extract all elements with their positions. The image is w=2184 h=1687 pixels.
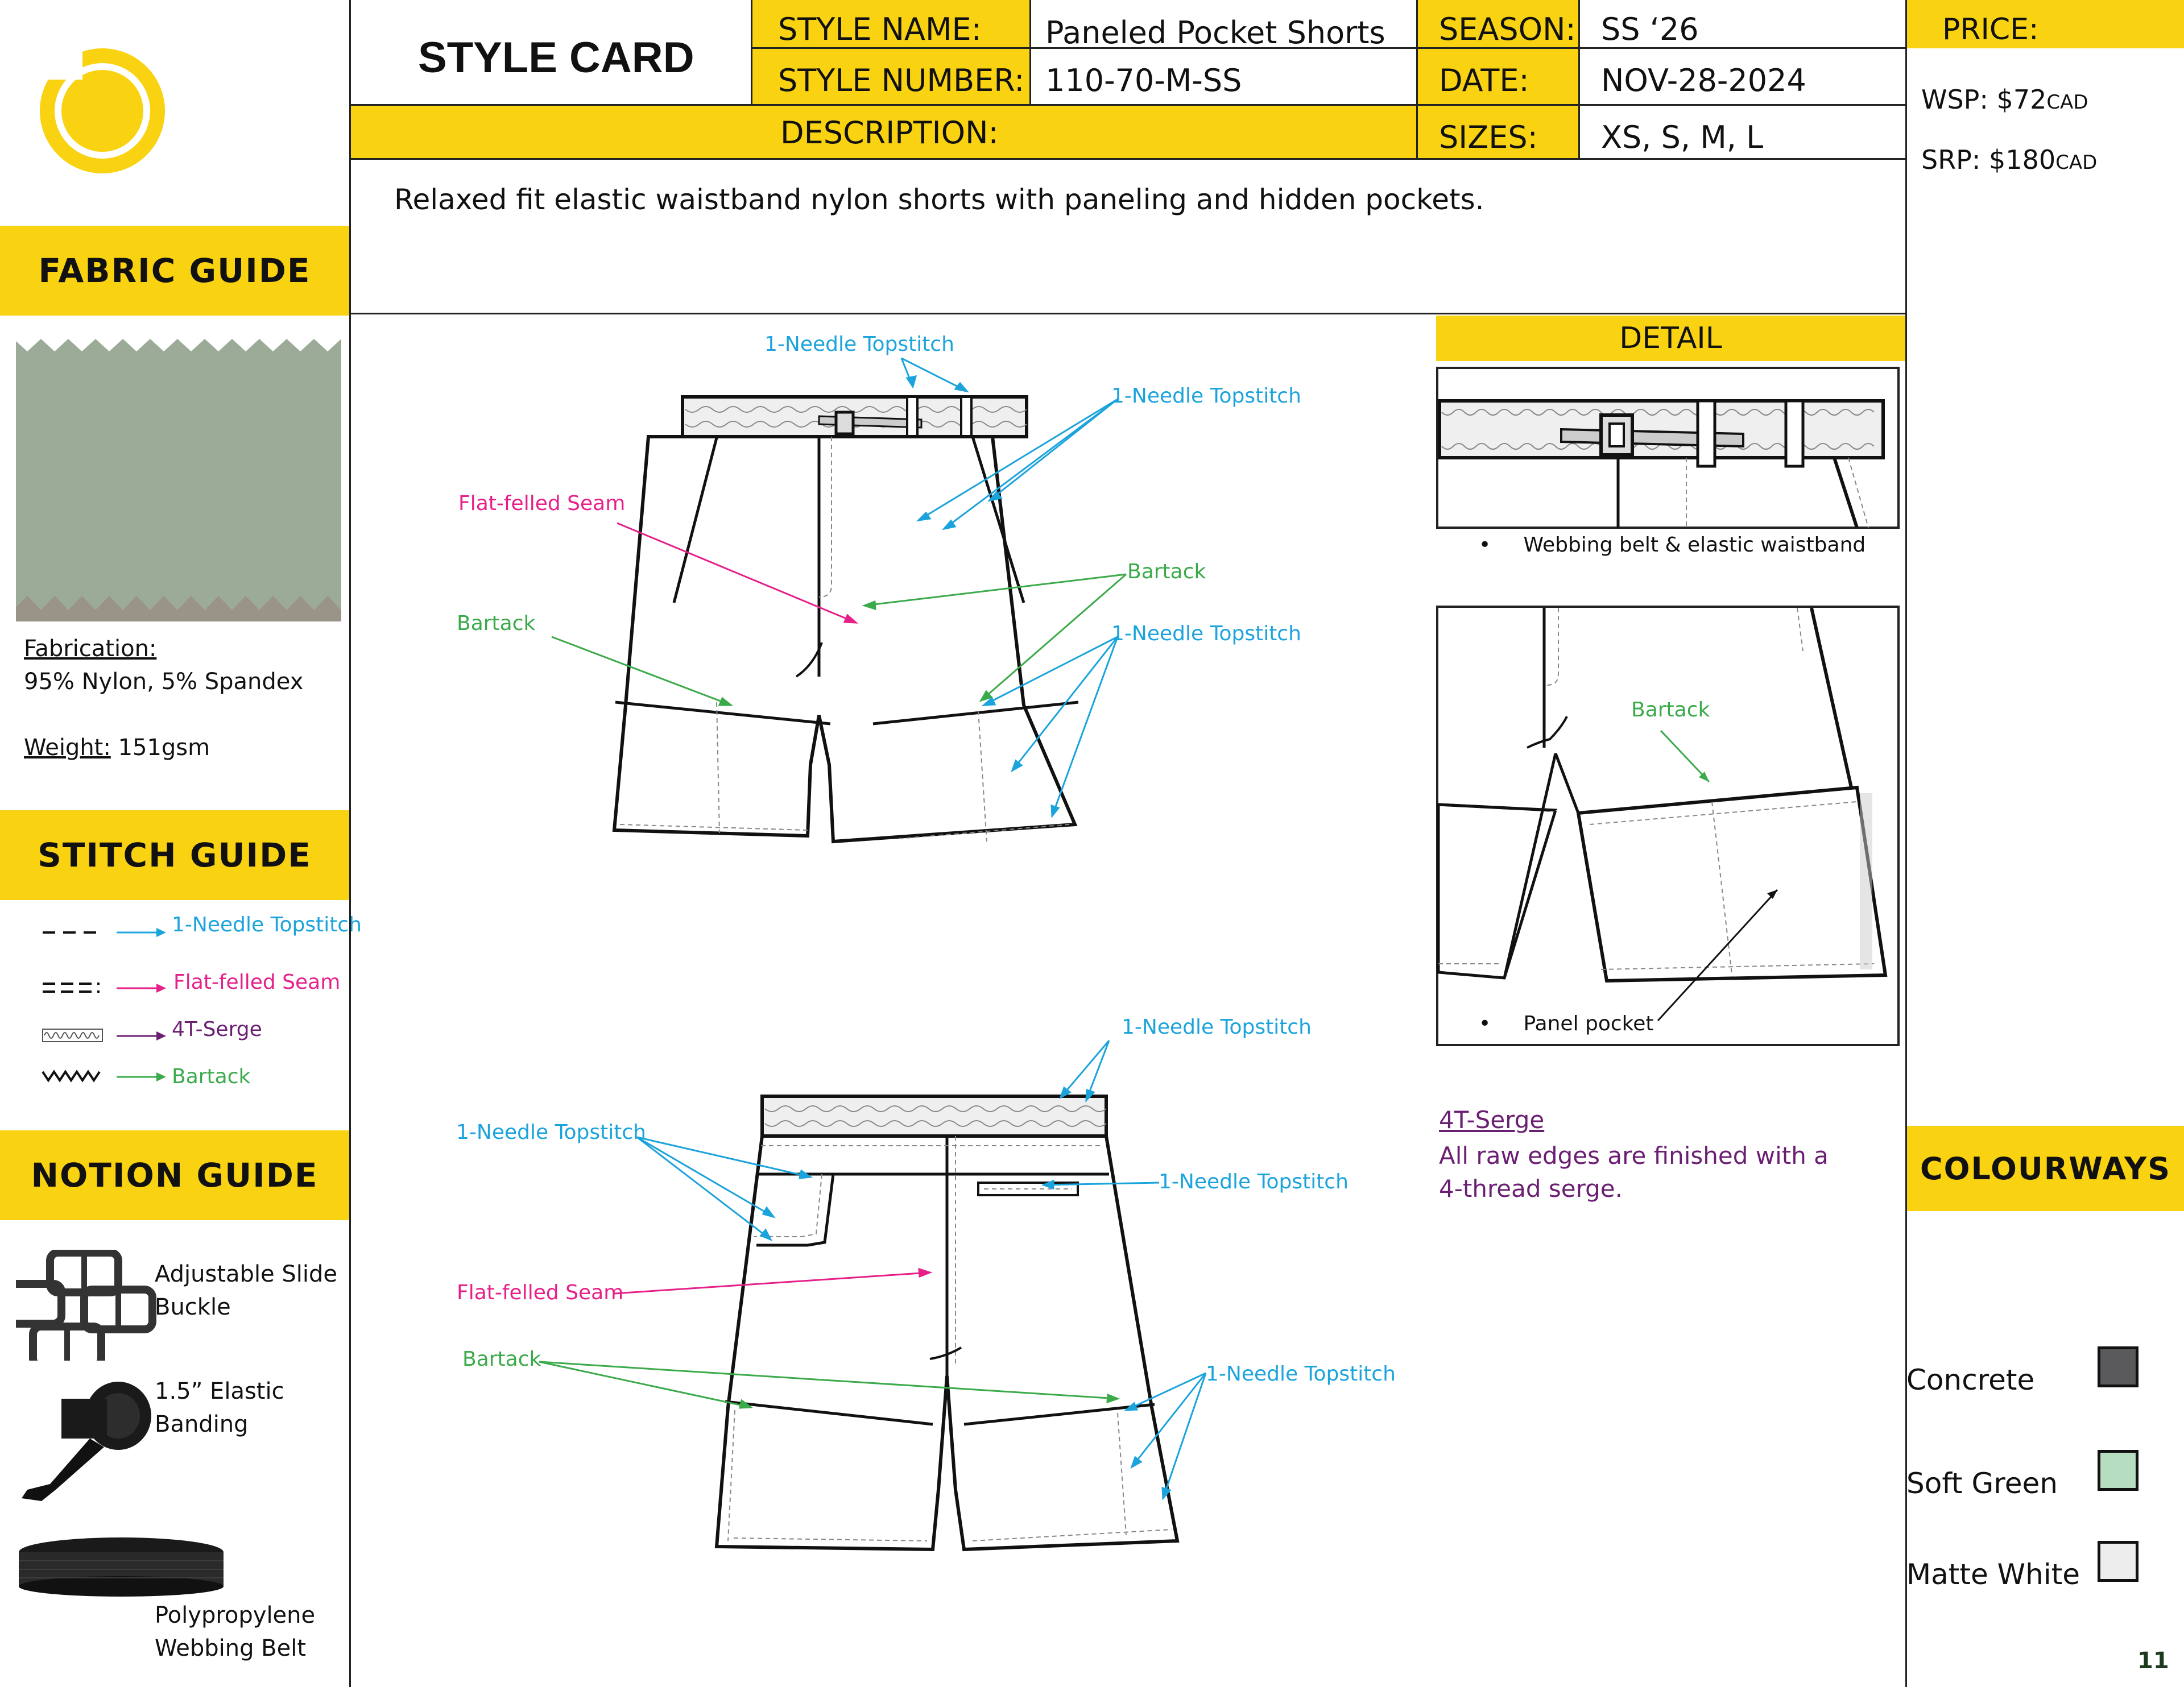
serge-note-line-1: All raw edges are finished with a xyxy=(1439,1142,1829,1170)
weight-label: Weight: xyxy=(24,735,111,761)
description-text: Relaxed fit elastic waistband nylon shor… xyxy=(394,183,1484,216)
fabric-swatch xyxy=(16,329,341,621)
serge-note-title: 4T-Serge xyxy=(1439,1106,1545,1134)
detail-heading: DETAIL xyxy=(1436,316,1905,361)
srp-row: SRP: $180CAD xyxy=(1921,144,2097,175)
notion-elastic-label: 1.5” Elastic Banding xyxy=(155,1378,284,1437)
stitch-legend-graphics xyxy=(42,928,166,1083)
notion-buckle-label: Adjustable Slide Buckle xyxy=(155,1261,337,1320)
sizes-value: XS, S, M, L xyxy=(1601,119,1764,155)
colourway-concrete-swatch xyxy=(2098,1346,2138,1387)
sizes-label: SIZES: xyxy=(1439,119,1538,155)
description-label: DESCRIPTION: xyxy=(780,115,999,151)
notion-webbing-label: Polypropylene Webbing Belt xyxy=(155,1602,316,1661)
front-bartack-callout-1: Bartack xyxy=(457,612,536,635)
webbing-belt-icon xyxy=(19,1537,224,1597)
buckle-icon xyxy=(16,1250,158,1361)
date-label: DATE: xyxy=(1439,63,1529,98)
elastic-band-icon xyxy=(22,1382,151,1501)
style-number-label: STYLE NUMBER: xyxy=(778,63,1025,98)
legend-bartack: Bartack xyxy=(172,1065,251,1088)
colourway-softgreen-label: Soft Green xyxy=(1906,1467,2058,1500)
legend-topstitch: 1-Needle Topstitch xyxy=(172,913,362,936)
colourway-mattewhite-label: Matte White xyxy=(1906,1558,2080,1591)
logo xyxy=(31,40,173,182)
page-title: STYLE CARD xyxy=(418,34,694,82)
detail-note-1-text: Webbing belt & elastic waistband xyxy=(1523,533,1866,557)
back-flat-sketch xyxy=(714,1095,1180,1552)
weight-row: Weight: 151gsm xyxy=(24,735,210,761)
notion-guide-heading: NOTION GUIDE xyxy=(0,1130,349,1220)
back-callout-arrows xyxy=(539,1040,1207,1501)
season-label: SEASON: xyxy=(1439,11,1576,47)
fabrication-value: 95% Nylon, 5% Spandex xyxy=(24,669,304,695)
colourways-heading: COLOURWAYS xyxy=(1907,1126,2184,1211)
serge-note-line-2: 4-thread serge. xyxy=(1439,1175,1623,1203)
fabric-guide-heading: FABRIC GUIDE xyxy=(0,226,349,316)
front-bartack-callout-2: Bartack xyxy=(1127,560,1206,583)
detail-waistband-illustration xyxy=(1436,367,1900,529)
detail-bartack-callout: Bartack xyxy=(1631,698,1710,722)
date-value: NOV-28-2024 xyxy=(1601,63,1806,98)
front-flatfelled-callout: Flat-felled Seam xyxy=(458,492,626,515)
back-flatfelled-callout: Flat-felled Seam xyxy=(457,1281,624,1304)
front-topstitch-callout-2: 1-Needle Topstitch xyxy=(1111,384,1301,408)
back-topstitch-callout-4: 1-Needle Topstitch xyxy=(1206,1362,1396,1386)
front-flat-sketch xyxy=(612,395,1079,844)
price-label: PRICE: xyxy=(1942,13,2039,47)
fabrication-label: Fabrication: xyxy=(24,636,157,662)
front-topstitch-callout-1: 1-Needle Topstitch xyxy=(764,333,954,356)
back-topstitch-callout-3: 1-Needle Topstitch xyxy=(1159,1170,1349,1193)
detail-note-2: • Panel pocket xyxy=(1479,1012,1654,1035)
style-name-value: Paneled Pocket Shorts xyxy=(1045,15,1385,51)
wsp-unit: CAD xyxy=(2046,91,2088,114)
wsp-label: WSP: xyxy=(1921,84,1988,115)
season-value: SS ‘26 xyxy=(1601,11,1699,47)
back-bartack-callout: Bartack xyxy=(462,1348,541,1371)
colourway-softgreen-swatch xyxy=(2098,1450,2138,1491)
stitch-guide-heading: STITCH GUIDE xyxy=(0,810,349,900)
detail-pocket-illustration xyxy=(1436,606,1900,1046)
front-topstitch-callout-3: 1-Needle Topstitch xyxy=(1111,622,1301,645)
srp-label: SRP: xyxy=(1921,144,1981,175)
legend-serge: 4T-Serge xyxy=(172,1018,262,1041)
bullet-icon: • xyxy=(1479,1012,1524,1035)
page-number: 11 xyxy=(2137,1648,2169,1674)
colourway-mattewhite-swatch xyxy=(2098,1541,2138,1582)
wsp-value: $72 xyxy=(1996,84,2047,115)
style-number-value: 110-70-M-SS xyxy=(1045,63,1242,98)
colourway-concrete-label: Concrete xyxy=(1906,1363,2035,1396)
back-topstitch-callout-2: 1-Needle Topstitch xyxy=(456,1121,646,1144)
weight-value: 151gsm xyxy=(118,735,210,761)
srp-unit: CAD xyxy=(2055,151,2098,174)
logo-icon xyxy=(31,40,165,173)
bullet-icon: • xyxy=(1479,533,1524,557)
style-name-label: STYLE NAME: xyxy=(778,11,982,47)
legend-flatfelled: Flat-felled Seam xyxy=(173,971,341,994)
wsp-row: WSP: $72CAD xyxy=(1921,84,2088,115)
detail-note-1: • Webbing belt & elastic waistband xyxy=(1479,533,1866,557)
srp-value: $180 xyxy=(1989,144,2056,175)
front-callout-arrows xyxy=(551,357,1127,819)
detail-note-2-text: Panel pocket xyxy=(1523,1012,1654,1035)
back-topstitch-callout-1: 1-Needle Topstitch xyxy=(1122,1015,1312,1039)
